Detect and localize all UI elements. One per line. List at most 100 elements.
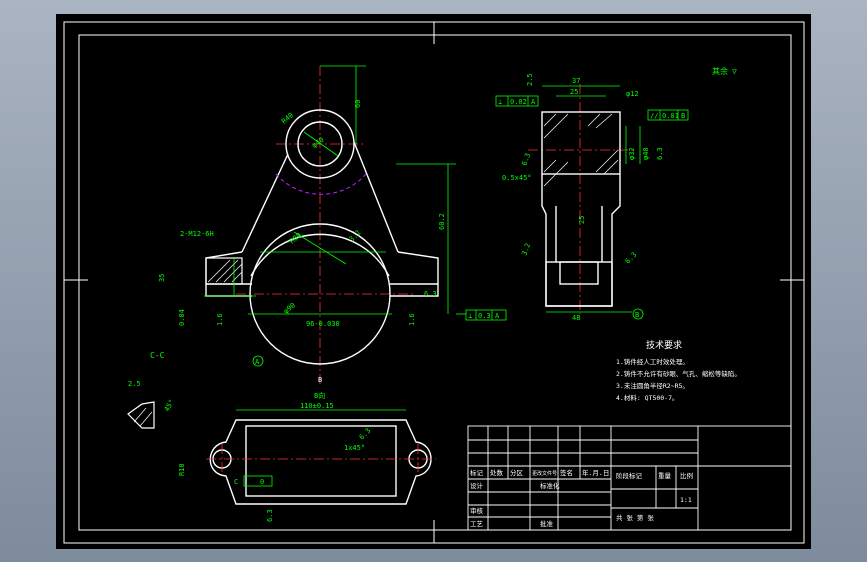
side-dim-top-width-2: 25 xyxy=(570,88,578,96)
cad-viewport[interactable]: φ40 R40 60 60.2 R80 φ90 96-0.030 2-M12-6… xyxy=(56,14,811,549)
axis-mark-b: B xyxy=(318,376,322,384)
tol-box-sym: ⊥ xyxy=(468,312,472,320)
dim-left-tol: 0.04 xyxy=(178,309,186,326)
arm-right xyxy=(353,141,399,253)
side-web xyxy=(541,174,621,307)
arm-left xyxy=(241,153,289,253)
datum-a-label: A xyxy=(255,358,260,366)
tb-review: 审核 xyxy=(470,506,484,515)
side-dim-inner: 25 xyxy=(578,216,586,224)
left-hatch xyxy=(205,257,243,285)
bottom-view: B向 110±0.15 1x45° 6.3 R10 C 0 6.3 xyxy=(178,391,436,522)
bottom-dim-chamfer: 1x45° xyxy=(344,444,365,452)
side-base-recess xyxy=(559,261,599,285)
tol-box-val: 0.3 xyxy=(478,312,491,320)
dim-dia-large: φ90 xyxy=(282,301,297,315)
inner-border xyxy=(78,34,792,531)
side-tol1-ref: A xyxy=(531,98,536,106)
dim-r-large: R80 xyxy=(288,231,303,245)
tech-notes: 技术要求 1.铸件经人工时效处理。 2.铸件不允许有砂眼、气孔、缩松等缺陷。 3… xyxy=(616,339,741,402)
section-dim2: 45° xyxy=(163,398,176,413)
bottom-label: B向 xyxy=(314,391,325,400)
side-dim-top-r: 2.5 xyxy=(526,73,534,86)
side-dim-side-r: 3.2 xyxy=(520,242,532,257)
side-dim-right-r: 6.3 xyxy=(656,147,664,160)
dim-height-top: 60 xyxy=(354,100,362,108)
dim-left-h: 35 xyxy=(158,274,166,282)
roughness-note-label: 其余 xyxy=(712,66,728,76)
bottom-dim-small: C xyxy=(234,478,238,486)
tb-stage: 阶段标记 xyxy=(616,471,643,480)
tech-note-line-3: 3.未注圆角半径R2~R5。 xyxy=(616,381,689,390)
drawing-frame xyxy=(63,21,805,544)
side-tol2-ref: B xyxy=(681,112,685,120)
drawing-canvas: φ40 R40 60 60.2 R80 φ90 96-0.030 2-M12-6… xyxy=(63,21,805,544)
tb-scale-value: 1:1 xyxy=(680,496,692,504)
side-dim-base: 48 xyxy=(572,314,580,322)
tb-header-3: 分区 xyxy=(510,468,524,477)
tech-note-line-2: 2.铸件不允许有砂眼、气孔、缩松等缺陷。 xyxy=(616,369,741,378)
datum-a-circle xyxy=(252,355,264,367)
tb-header-4: 更改文件号 xyxy=(532,470,557,477)
small-bore xyxy=(297,121,343,167)
side-dim-left-r: 6.3 xyxy=(520,152,532,167)
bottom-dim-r: 6.3 xyxy=(358,427,373,442)
side-dim-top-width: 37 xyxy=(572,77,580,85)
bottom-dim-small-val: 0 xyxy=(260,478,264,486)
datum-b-circle xyxy=(632,308,644,320)
title-block: 标记 处数 分区 更改文件号 签名 年.月.日 设计 标准化 审核 工艺 批准 … xyxy=(467,425,792,531)
tech-notes-title: 技术要求 xyxy=(646,339,682,351)
side-tol1-sym: ⊥ xyxy=(498,98,502,106)
right-flange xyxy=(390,251,439,285)
side-dim-chamfer: 0.5x45° xyxy=(502,174,532,182)
front-view: φ40 R40 60 60.2 R80 φ90 96-0.030 2-M12-6… xyxy=(158,65,507,384)
left-flange xyxy=(205,251,252,285)
roughness-front-2: 6.3 xyxy=(424,290,437,298)
bottom-inner-rect xyxy=(245,425,397,497)
dim-bore-label: 2-M12-6H xyxy=(180,230,214,238)
outer-border xyxy=(63,21,805,544)
tb-header-1: 标记 xyxy=(470,468,484,477)
dim-left-small: 1.6 xyxy=(216,313,224,326)
tech-note-line-4: 4.材料: QT500-7。 xyxy=(616,393,679,402)
side-dim-right-r2: 6.3 xyxy=(624,251,639,266)
tb-approve: 批准 xyxy=(540,519,554,528)
tb-sheets: 共 张 第 张 xyxy=(616,513,654,522)
tb-design: 设计 xyxy=(470,481,484,490)
bottom-dim-vert: 6.3 xyxy=(266,509,274,522)
dim-width-bottom: 96-0.030 xyxy=(306,320,340,328)
small-boss-outline xyxy=(285,109,355,179)
large-bore xyxy=(249,223,391,365)
tb-process: 工艺 xyxy=(470,520,484,528)
general-roughness: 其余 ▽ xyxy=(712,66,737,76)
section-view: C-C 2.5 45° xyxy=(127,351,176,429)
tol-box-ref: A xyxy=(495,312,500,320)
hidden-arc xyxy=(275,173,367,195)
side-tol1-val: 0.02 xyxy=(510,98,527,106)
tb-weight: 重量 xyxy=(658,472,672,480)
bottom-dim-width: 110±0.15 xyxy=(300,402,334,410)
large-boss-arc xyxy=(250,233,390,277)
bottom-outline xyxy=(209,419,432,505)
side-dim-right-dia2: φ40 xyxy=(642,147,650,160)
datum-b-label: B xyxy=(635,311,639,319)
side-dim-right-dia: φ32 xyxy=(628,147,636,160)
section-dim1: 2.5 xyxy=(128,380,141,388)
side-view: 37 25 2.5 φ12 ⊥ 0.02 A // 0.01 B φ32 φ40… xyxy=(495,73,689,322)
side-tol2-val: 0.01 xyxy=(662,112,679,120)
dim-height-right: 60.2 xyxy=(438,213,446,230)
tb-header-6: 年.月.日 xyxy=(582,468,609,477)
dim-right-small: 1.6 xyxy=(408,313,416,326)
section-label: C-C xyxy=(150,351,165,360)
side-hatch xyxy=(543,113,619,187)
side-dim-fit: φ12 xyxy=(626,90,639,98)
side-top-block xyxy=(541,111,621,175)
tb-scale-label: 比例 xyxy=(680,471,693,480)
tb-header-5: 签名 xyxy=(560,468,573,477)
side-tol2-sym: // xyxy=(650,112,658,120)
tech-note-line-1: 1.铸件经人工时效处理。 xyxy=(616,357,689,366)
base-line-right xyxy=(390,284,439,297)
bottom-dim-left-r: R10 xyxy=(178,463,186,476)
tb-standard: 标准化 xyxy=(540,481,560,490)
tb-header-2: 处数 xyxy=(490,468,504,477)
